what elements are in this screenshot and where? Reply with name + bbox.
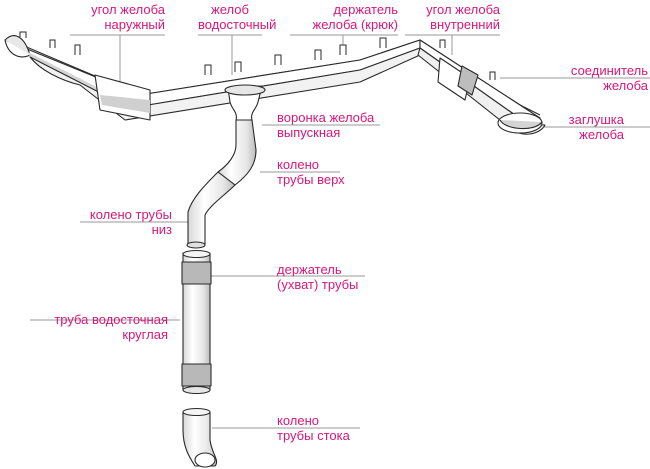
label-line: колено трубы: [89, 207, 172, 222]
label-line: угол желоба: [91, 2, 165, 17]
label-line: колено: [277, 157, 320, 172]
label-outer-corner: угол желоба наружный: [70, 2, 165, 32]
label-elbow-top: колено трубы верх: [277, 157, 367, 187]
label-line: воронка желоба: [277, 110, 375, 125]
label-pipe-clamp: держатель (ухват) трубы: [277, 262, 382, 292]
label-hook: держатель желоба (крюк): [285, 2, 398, 32]
label-line: соединитель: [570, 63, 648, 78]
gutter-left-arm: [4, 35, 421, 121]
pipe-clamp-piece: [181, 261, 212, 285]
inner-corner-piece: [437, 57, 471, 101]
label-line: выпускная: [277, 125, 341, 140]
label-line: круглая: [122, 327, 168, 342]
hook-icon: [19, 31, 27, 38]
drain-elbow-piece: [182, 411, 218, 467]
label-line: желоба: [603, 78, 648, 93]
elbow-top-piece: [217, 119, 257, 186]
pipe-clamp-piece: [181, 363, 212, 387]
gutter-right-arm: [417, 39, 546, 135]
label-line: низ: [151, 222, 172, 237]
label-line: желоб: [211, 2, 249, 17]
elbow-bottom-piece: [187, 171, 236, 246]
label-gutter: желоб водосточный: [198, 2, 277, 32]
label-pipe: труба водосточная круглая: [30, 312, 168, 342]
label-end-cap: заглушка желоба: [540, 112, 624, 142]
hook-icon: [339, 44, 347, 55]
label-line: трубы стока: [277, 428, 350, 443]
gutter-hooks: [19, 31, 387, 75]
gutter-right-hooks: [439, 39, 496, 80]
label-line: колено: [277, 413, 320, 428]
label-line: заглушка: [568, 112, 624, 127]
label-line: наружный: [104, 17, 165, 32]
label-line: труба водосточная: [54, 312, 168, 327]
label-line: внутренний: [430, 17, 500, 32]
label-drain-elbow: колено трубы стока: [277, 413, 377, 443]
label-line: водосточный: [198, 17, 277, 32]
label-line: (ухват) трубы: [277, 277, 359, 292]
label-line: желоба (крюк): [312, 17, 398, 32]
hook-icon: [314, 49, 322, 60]
hook-icon: [274, 54, 282, 65]
label-funnel: воронка желоба выпускная: [277, 110, 392, 140]
hook-icon: [49, 39, 56, 48]
connector-piece: [457, 65, 479, 96]
hook-icon: [204, 64, 212, 75]
label-line: угол желоба: [426, 2, 500, 17]
label-inner-corner: угол желоба внутренний: [400, 2, 500, 32]
label-line: держатель: [333, 2, 398, 17]
hook-icon: [489, 71, 496, 80]
hook-icon: [439, 39, 446, 48]
label-line: желоба: [579, 127, 624, 142]
downpipe: [181, 84, 266, 468]
leader-lines: [30, 34, 650, 429]
hook-icon: [74, 44, 81, 55]
hook-icon: [234, 61, 242, 72]
label-elbow-bottom: колено трубы низ: [72, 207, 172, 237]
label-line: трубы верх: [277, 172, 345, 187]
label-connector: соединитель желоба: [540, 63, 648, 93]
label-line: держатель: [277, 262, 342, 277]
hook-icon: [379, 37, 387, 48]
